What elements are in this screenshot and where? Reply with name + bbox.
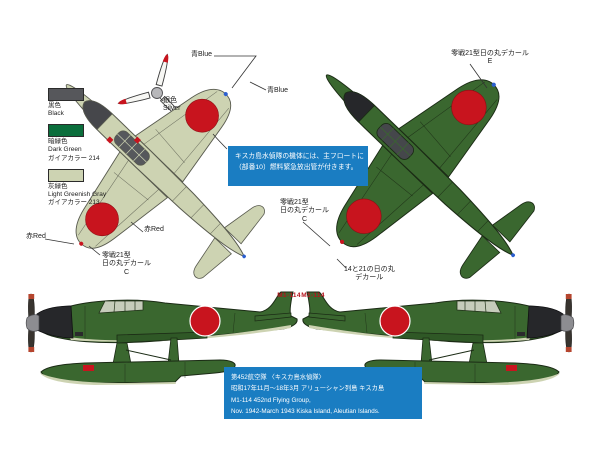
caption-line2: 昭和17年11月～18年3月 アリューシャン列島 キスカ島 [231,385,385,393]
decal-fuselage-line2: デカール [355,274,384,282]
legend-label-paint: ガイアカラー 214 [48,154,100,162]
legend-item-dark-green: 暗緑色 Dark Green ガイアカラー 214 [48,124,106,162]
legend-label-en: Light Greenish Gray [48,190,107,198]
decal-c-left-line1: 零戦21型 [102,252,131,259]
legend-label-jp: 黒色 [48,102,61,109]
red-callout-right: 赤Red [144,226,164,233]
caption-line1: 第452航空隊 〈キスカ島水偵隊〉 [231,374,325,381]
blue-light-callout-top: 青Blue [191,51,213,58]
black-swatch [48,88,84,101]
decal-c-left-line3: C [123,268,130,276]
blue-light-callout-wingtip: 青Blue [267,87,289,94]
legend-item-black: 黒色 Black [48,88,106,118]
decal-c-right-line1: 零戦21型 [280,199,309,206]
decal-e-line2: E [487,58,493,66]
legend-label-en: Black [48,110,64,118]
red-light-callout-left: 赤Red [26,233,46,240]
decal-c-right-line2: 日の丸デカール [280,207,329,215]
tail-code-left: M1-114 [277,292,301,299]
float-note-line1: キスカ島水偵隊の機体には、主フロートに [235,153,364,160]
silver-callout: 銀色 Silver [163,97,181,114]
caption-line4: Nov. 1942-March 1943 Kiska Island, Aleut… [231,407,380,415]
float-note-line2: （部番10）燃料緊急放出管が付きます。 [235,164,358,172]
decal-e-line1: 零戦21型日の丸デカール [451,50,529,57]
color-legend: 黒色 Black 暗緑色 Dark Green ガイアカラー 214 灰緑色 L… [48,88,106,213]
dark-green-swatch [48,124,84,138]
light-greenish-gray-swatch [48,168,84,182]
spinner [151,87,163,99]
scheme-caption-box: 第452航空隊 〈キスカ島水偵隊〉 昭和17年11月～18年3月 アリューシャン… [224,367,422,419]
leader-lines [44,55,488,269]
legend-item-light-greenish-gray: 灰緑色 Light Greenish Gray ガイアカラー 213 [48,168,107,207]
caption-line3: M1-114 452nd Flying Group, [231,396,311,404]
decal-fuselage-callout: 14と21の日の丸 デカール [344,266,395,283]
decal-c-left-line2: 日の丸デカール [102,260,151,268]
silver-callout-jp: 銀色 [163,97,177,104]
decal-fuselage-line1: 14と21の日の丸 [344,266,395,273]
decal-c-right-line3: C [301,215,308,223]
decal-c-callout-left: 零戦21型 日の丸デカール C [102,252,151,277]
decal-e-callout: 零戦21型日の丸デカール E [426,50,554,67]
legend-label-jp: 暗緑色 [48,138,68,146]
decal-c-callout-right: 零戦21型 日の丸デカール C [280,199,329,224]
legend-label-paint: ガイアカラー 213 [48,198,100,206]
silver-callout-en: Silver [163,105,181,113]
float-note-box: キスカ島水偵隊の機体には、主フロートに （部番10）燃料緊急放出管が付きます。 [228,146,368,186]
legend-label-jp: 灰緑色 [48,182,68,190]
legend-label-en: Dark Green [48,146,82,154]
tail-code-right: M1-114 [301,292,325,299]
